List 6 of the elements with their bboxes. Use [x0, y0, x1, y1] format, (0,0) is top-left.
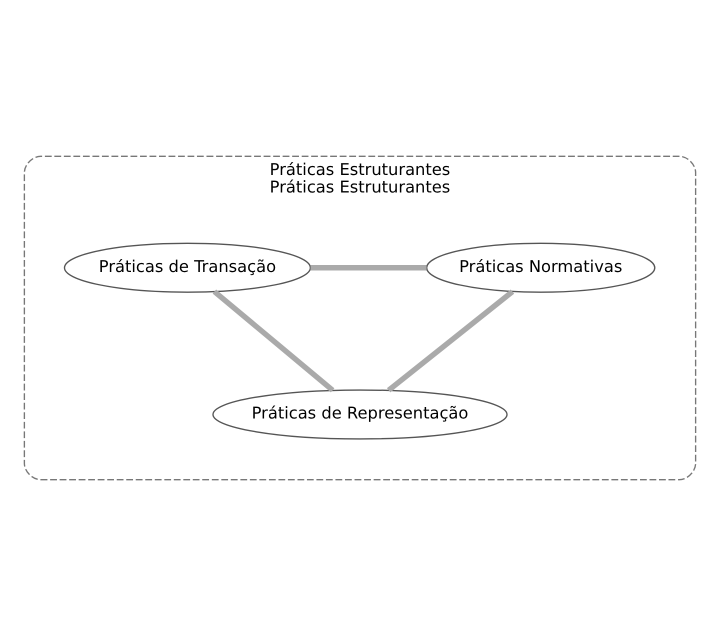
connector	[386, 288, 514, 392]
node-ellipse: Práticas de Transação	[64, 242, 312, 292]
connector	[310, 264, 427, 270]
node-ellipse: Práticas Normativas	[426, 242, 656, 292]
connector	[212, 289, 334, 392]
node-ellipse: Práticas de Representação	[212, 388, 508, 440]
